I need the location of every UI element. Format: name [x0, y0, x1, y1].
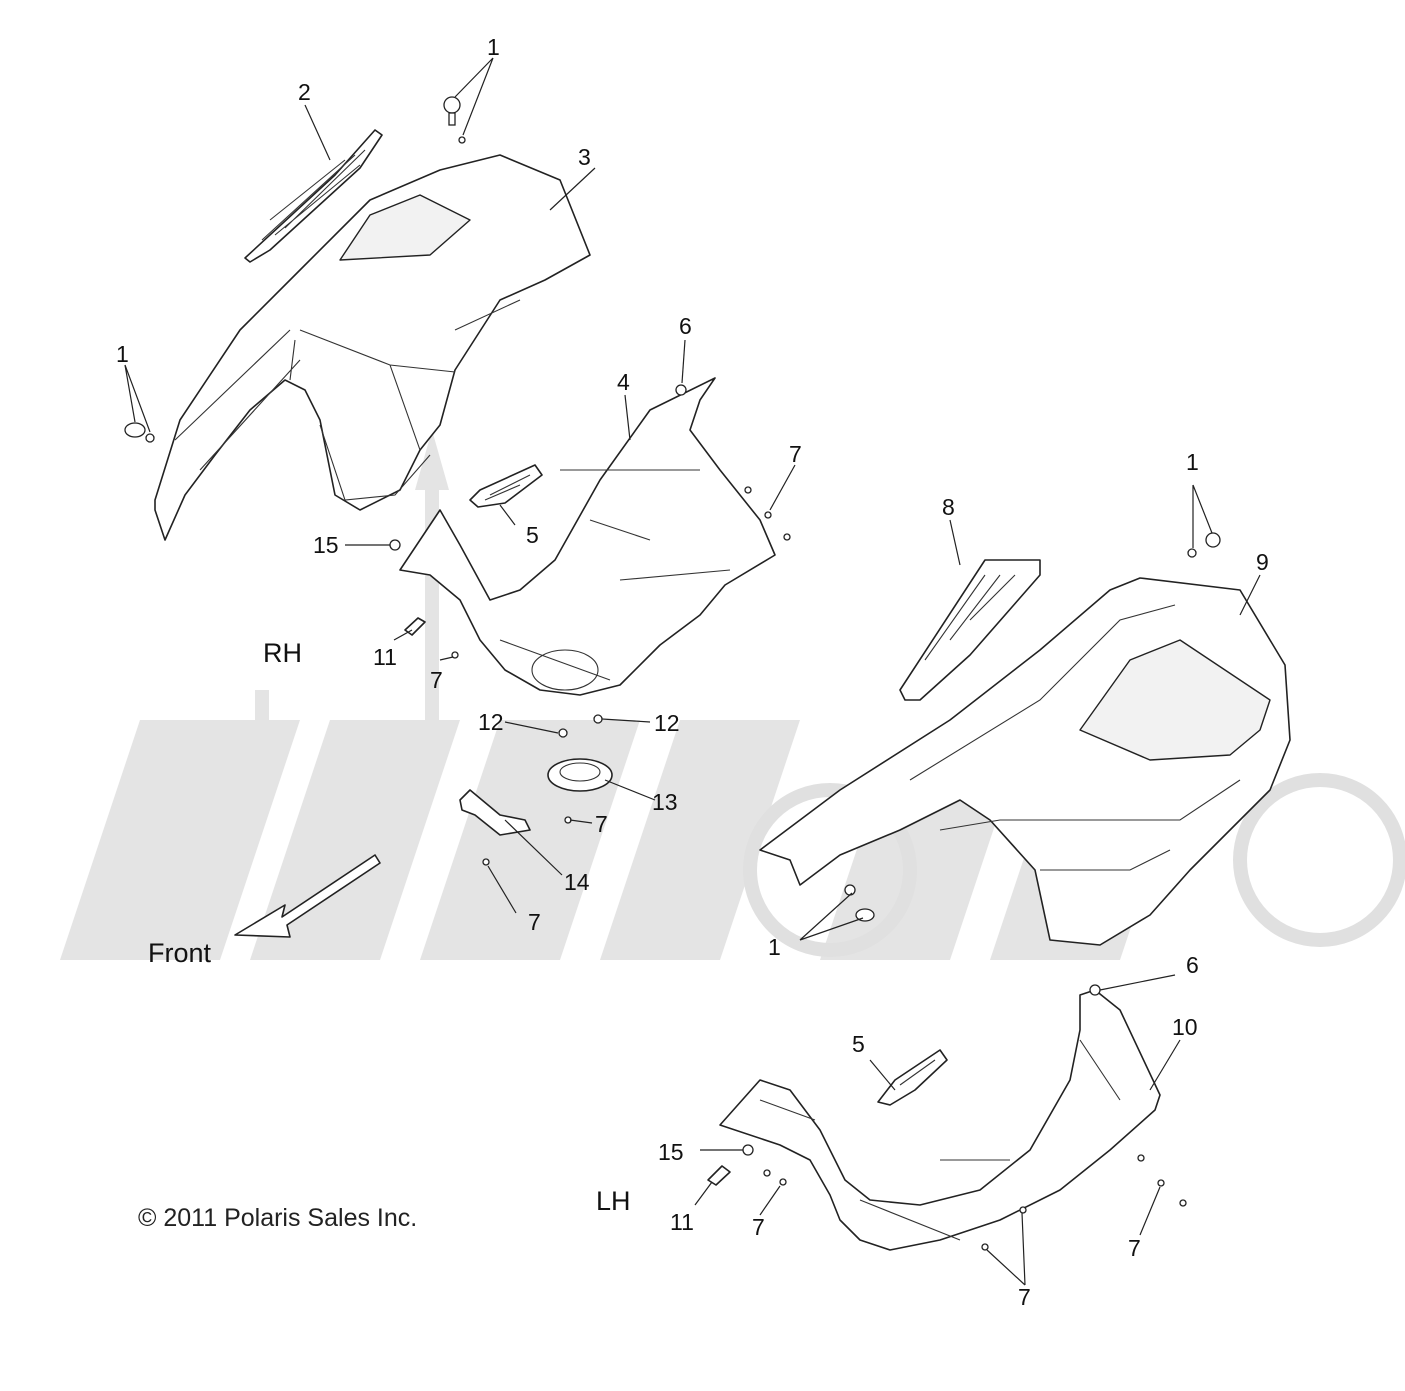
- part-11-clip-lower: [707, 1165, 731, 1186]
- callout-2: 2: [298, 79, 311, 105]
- front-direction-arrow: [234, 854, 381, 938]
- callout-7-a: 7: [789, 441, 802, 467]
- part-2-grille: [244, 129, 383, 263]
- callout-3: 3: [578, 144, 591, 170]
- part-5-handle-lower: [877, 1049, 948, 1106]
- callout-1-top: 1: [487, 34, 500, 60]
- fasteners: [124, 96, 1221, 1251]
- callout-15-upper: 15: [313, 532, 339, 558]
- label-rh: RH: [263, 638, 302, 668]
- callout-1-left: 1: [116, 341, 129, 367]
- callout-6-lower: 6: [1186, 952, 1199, 978]
- callout-5-upper: 5: [526, 522, 539, 548]
- callout-1-bottom: 1: [768, 934, 781, 960]
- callout-7-e: 7: [752, 1214, 765, 1240]
- label-lh: LH: [596, 1186, 631, 1216]
- callout-labels: 1 2 3 1 6 4 7 5 15 11 7 8 1 9 12 12 13 7…: [116, 34, 1269, 1310]
- callout-1-right: 1: [1186, 449, 1199, 475]
- callout-8: 8: [942, 494, 955, 520]
- part-5-handle-upper: [469, 464, 543, 508]
- callout-14: 14: [564, 869, 590, 895]
- label-front: Front: [148, 938, 212, 968]
- callout-11-lower: 11: [670, 1209, 694, 1235]
- callout-13: 13: [652, 789, 678, 815]
- part-14-bracket: [459, 789, 531, 836]
- callout-6-upper: 6: [679, 313, 692, 339]
- callout-9: 9: [1256, 549, 1269, 575]
- callout-15-lower: 15: [658, 1139, 684, 1165]
- copyright-notice: © 2011 Polaris Sales Inc.: [138, 1204, 417, 1232]
- callout-10: 10: [1172, 1014, 1198, 1040]
- part-10-footwell-lh: [719, 989, 1161, 1251]
- part-3-hood: [154, 154, 591, 541]
- callout-7-g: 7: [1018, 1284, 1031, 1310]
- callout-5-lower: 5: [852, 1031, 865, 1057]
- callout-7-d: 7: [528, 909, 541, 935]
- callout-7-c: 7: [595, 811, 608, 837]
- part-13-ring: [547, 758, 613, 792]
- callout-7-b: 7: [430, 667, 443, 693]
- part-4-footwell-rh: [399, 377, 776, 696]
- part-9-side-panel: [759, 577, 1291, 946]
- part-8-side-vent: [899, 559, 1041, 701]
- callout-7-f: 7: [1128, 1235, 1141, 1261]
- callout-11-upper: 11: [373, 644, 397, 670]
- callout-4: 4: [617, 369, 630, 395]
- callout-12-right: 12: [654, 710, 680, 736]
- leader-lines: [124, 57, 1261, 1286]
- callout-12-left: 12: [478, 709, 504, 735]
